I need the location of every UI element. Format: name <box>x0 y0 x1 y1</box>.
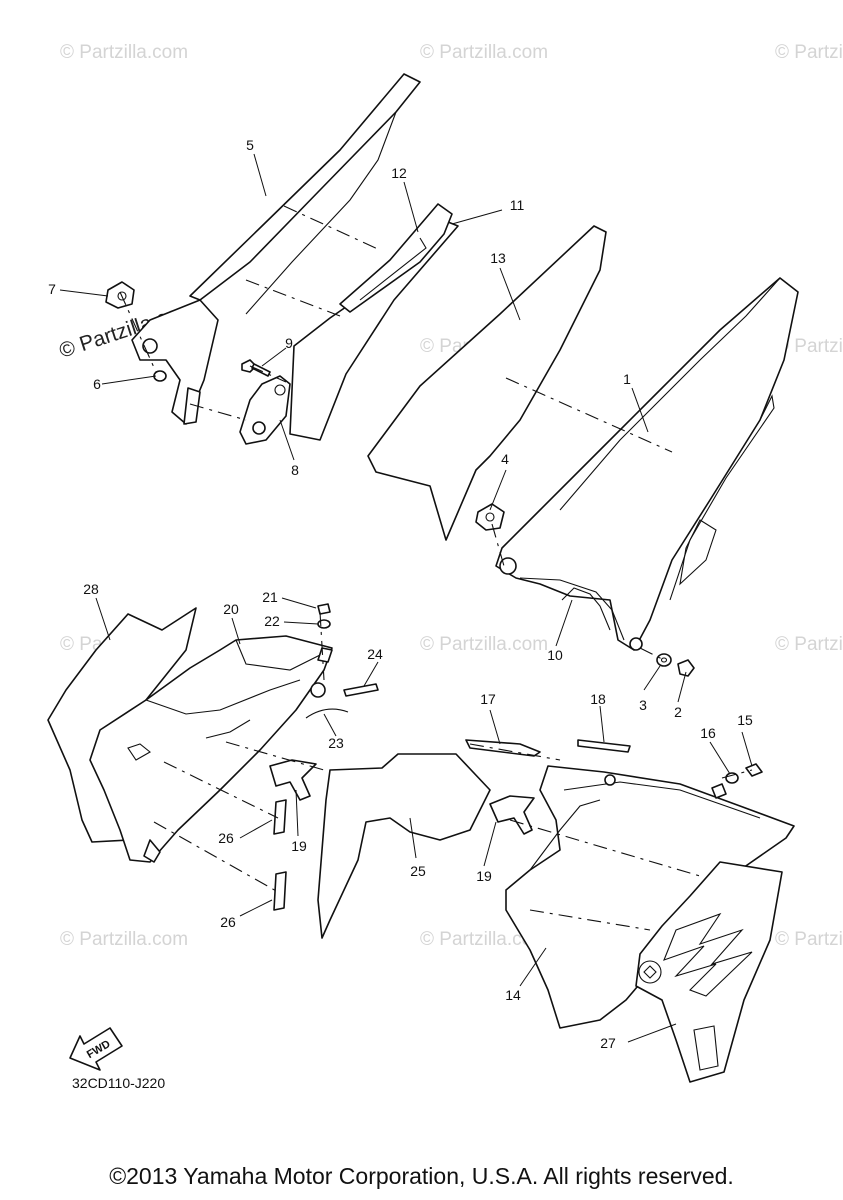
part-24-strip <box>343 683 379 697</box>
callout-23: 23 <box>328 735 344 751</box>
watermark: © Partzilla.com <box>775 929 843 950</box>
part-15-screw <box>745 763 763 777</box>
part-5-rail <box>131 73 421 425</box>
part-21-screw <box>317 603 331 615</box>
watermark: © Partzilla.com <box>420 42 548 63</box>
part-25-sheet <box>317 753 491 939</box>
callout-7: 7 <box>48 281 56 297</box>
callout-14: 14 <box>505 987 521 1003</box>
callout-10: 10 <box>547 647 563 663</box>
diagram-code: 32CD110-J220 <box>72 1075 165 1091</box>
callout-4: 4 <box>501 451 509 467</box>
part-17-strip <box>465 739 541 757</box>
callout-8: 8 <box>291 462 299 478</box>
part-26-pad <box>273 799 287 835</box>
part-22-grommet <box>317 619 331 629</box>
part-1-side-cover <box>495 277 799 651</box>
callout-28: 28 <box>83 581 99 597</box>
callout-26: 26 <box>218 830 234 846</box>
copyright-notice: ©2013 Yamaha Motor Corporation, U.S.A. A… <box>109 1163 734 1189</box>
part-7-clip <box>105 281 135 309</box>
parts-diagram: © Partzilla.com © Partzilla.com © Partzi… <box>47 42 843 1091</box>
part-2-bolt <box>677 659 695 677</box>
callout-21: 21 <box>262 589 278 605</box>
watermark: © Partzilla.com <box>60 929 188 950</box>
part-23-strip <box>305 708 349 719</box>
part-4-clip <box>475 503 505 531</box>
part-9-bolt <box>241 359 271 377</box>
callout-3: 3 <box>639 697 647 713</box>
leader-lines <box>59 153 753 1043</box>
part-14-side-shroud <box>505 765 795 1029</box>
alignment-lines <box>119 205 753 931</box>
part-3-washer <box>656 653 672 667</box>
callout-26: 26 <box>220 914 236 930</box>
callout-18: 18 <box>590 691 606 707</box>
part-18-strip <box>577 739 631 753</box>
callout-labels: 1 2 3 4 5 6 7 8 9 10 11 12 13 14 15 16 1… <box>48 137 753 1051</box>
callout-20: 20 <box>223 601 239 617</box>
callout-22: 22 <box>264 613 280 629</box>
callout-19: 19 <box>476 868 492 884</box>
watermark: © Partzilla.com <box>775 336 843 357</box>
callout-24: 24 <box>367 646 383 662</box>
part-19-bumper <box>489 795 535 835</box>
part-8-bracket <box>239 375 291 445</box>
fwd-arrow-icon: FWD <box>69 1027 123 1071</box>
callout-2: 2 <box>674 704 682 720</box>
part-19-bumper <box>269 759 317 801</box>
part-16-grommet <box>725 772 739 784</box>
callout-1: 1 <box>623 371 631 387</box>
part-12-strip <box>339 203 453 313</box>
watermark: © Partzilla.com <box>420 634 548 655</box>
watermark: © Partzilla.com <box>775 42 843 63</box>
watermark: © Partzilla.com <box>420 929 548 950</box>
part-27-graphic <box>635 861 783 1083</box>
watermark: © Partzilla.com <box>775 634 843 655</box>
callout-12: 12 <box>391 165 407 181</box>
callout-27: 27 <box>600 1035 616 1051</box>
callout-17: 17 <box>480 691 496 707</box>
callout-19: 19 <box>291 838 307 854</box>
callout-25: 25 <box>410 863 426 879</box>
part-13-panel <box>367 225 607 541</box>
part-20-shroud <box>89 635 333 863</box>
callout-11: 11 <box>510 197 525 213</box>
callout-9: 9 <box>285 335 293 351</box>
part-26-pad <box>273 871 287 911</box>
callout-6: 6 <box>93 376 101 392</box>
callout-5: 5 <box>246 137 254 153</box>
callout-16: 16 <box>700 725 716 741</box>
callout-13: 13 <box>490 250 506 266</box>
watermark: © Partzilla.com <box>60 42 188 63</box>
callout-15: 15 <box>737 712 753 728</box>
